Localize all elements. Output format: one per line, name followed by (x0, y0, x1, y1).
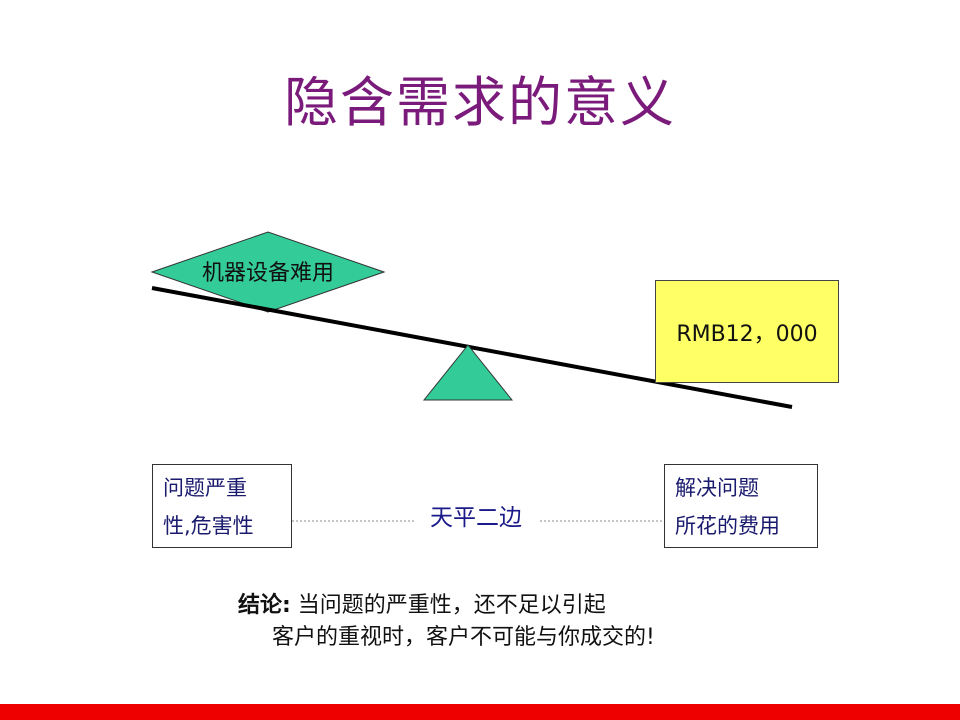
conclusion-line1: 结论: 当问题的严重性，还不足以引起 (238, 590, 858, 622)
conclusion-text: 结论: 当问题的严重性，还不足以引起 客户的重视时，客户不可能与你成交的! (238, 590, 858, 654)
right-box-line2: 所花的费用 (675, 514, 780, 538)
problem-severity-box: 问题严重 性,危害性 (152, 464, 292, 548)
balance-label: 天平二边 (414, 498, 538, 532)
price-label: RMB12，000 (676, 321, 818, 347)
diamond-shape (150, 231, 386, 313)
solution-cost-box: 解决问题 所花的费用 (664, 464, 818, 548)
price-box: RMB12，000 (655, 280, 839, 383)
bottom-accent-bar (0, 704, 960, 720)
right-box-line1: 解决问题 (675, 476, 759, 500)
conclusion-line1-rest: 当问题的严重性，还不足以引起 (290, 593, 606, 618)
conclusion-lead: 结论: (238, 593, 291, 618)
slide-title: 隐含需求的意义 (284, 71, 676, 134)
conclusion-line2: 客户的重视时，客户不可能与你成交的! (272, 625, 655, 650)
diamond-label: 机器设备难用 (201, 261, 334, 286)
balance-beam (151, 286, 793, 409)
fulcrum-triangle (422, 344, 514, 401)
left-box-line2: 性,危害性 (163, 514, 254, 538)
left-box-line1: 问题严重 (163, 476, 247, 500)
